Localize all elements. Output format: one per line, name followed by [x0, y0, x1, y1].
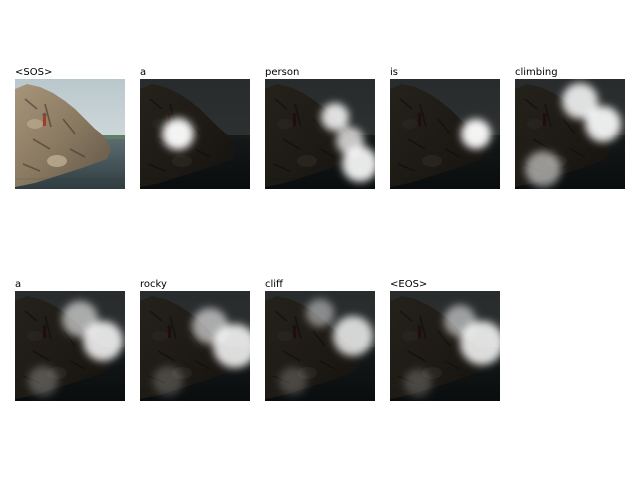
- token-label: is: [390, 66, 404, 79]
- attention-panel-7: cliff: [265, 278, 375, 401]
- token-label: <EOS>: [390, 278, 434, 291]
- attention-spot: [279, 367, 307, 395]
- attention-spot: [333, 316, 373, 356]
- attention-panel-0: <SOS>: [15, 66, 125, 189]
- attention-image: [390, 79, 500, 189]
- attention-spot: [213, 324, 250, 368]
- attention-panel-1: a: [140, 66, 250, 189]
- attention-image: [265, 79, 375, 189]
- attention-panel-6: rocky: [140, 278, 250, 401]
- attention-spot: [306, 299, 334, 327]
- token-label: a: [140, 66, 153, 79]
- attention-spot: [162, 118, 194, 150]
- attention-spot: [83, 321, 123, 361]
- attention-spot: [321, 103, 349, 131]
- token-label: climbing: [515, 66, 564, 79]
- attention-panel-2: person: [265, 66, 375, 189]
- attention-image: [15, 291, 125, 401]
- attention-spot: [585, 106, 621, 142]
- attention-image: [265, 291, 375, 401]
- attention-image: [515, 79, 625, 189]
- token-label: cliff: [265, 278, 289, 291]
- attention-image: [390, 291, 500, 401]
- attention-panel-3: is: [390, 66, 500, 189]
- attention-panel-5: a: [15, 278, 125, 401]
- attention-spot: [153, 366, 183, 396]
- attention-spot: [562, 83, 598, 119]
- attention-panel-8: <EOS>: [390, 278, 500, 401]
- token-label: rocky: [140, 278, 173, 291]
- attention-image: [15, 79, 125, 189]
- attention-spot: [461, 119, 491, 149]
- token-label: person: [265, 66, 306, 79]
- attention-panel-4: climbing: [515, 66, 625, 189]
- attention-spot: [404, 369, 432, 397]
- attention-image: [140, 79, 250, 189]
- token-label: <SOS>: [15, 66, 59, 79]
- token-label: a: [15, 278, 28, 291]
- attention-spot: [342, 146, 375, 182]
- attention-spot: [460, 321, 500, 365]
- attention-image: [140, 291, 250, 401]
- attention-spot: [525, 151, 561, 187]
- attention-spot: [28, 366, 58, 396]
